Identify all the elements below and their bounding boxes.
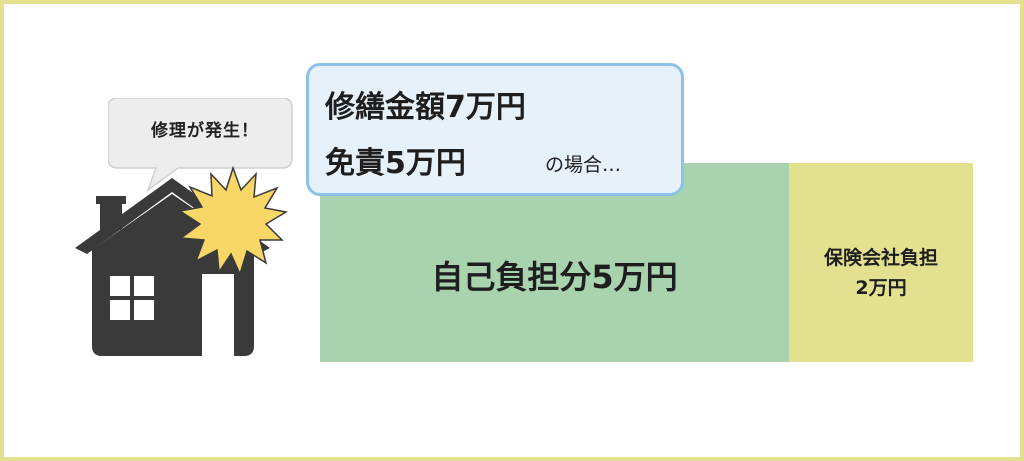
- self-pay-bar: [320, 163, 789, 362]
- damage-burst-icon: [178, 166, 288, 276]
- insurer-pay-label: 保険会社負担 2万円: [789, 243, 973, 303]
- condition-callout: 修繕金額7万円 免責5万円 の場合…: [306, 63, 684, 196]
- speech-bubble-text: 修理が発生！: [151, 121, 259, 141]
- insurer-pay-bar: [789, 163, 973, 362]
- self-pay-label: 自己負担分5万円: [431, 258, 678, 296]
- insurer-pay-label-line1: 保険会社負担: [823, 247, 938, 269]
- condition-note: の場合…: [545, 154, 622, 176]
- speech-bubble-icon: [108, 98, 293, 193]
- insurer-pay-label-line2: 2万円: [855, 277, 907, 299]
- repair-amount-text: 修繕金額7万円: [325, 90, 526, 125]
- deductible-text: 免責5万円: [325, 146, 466, 181]
